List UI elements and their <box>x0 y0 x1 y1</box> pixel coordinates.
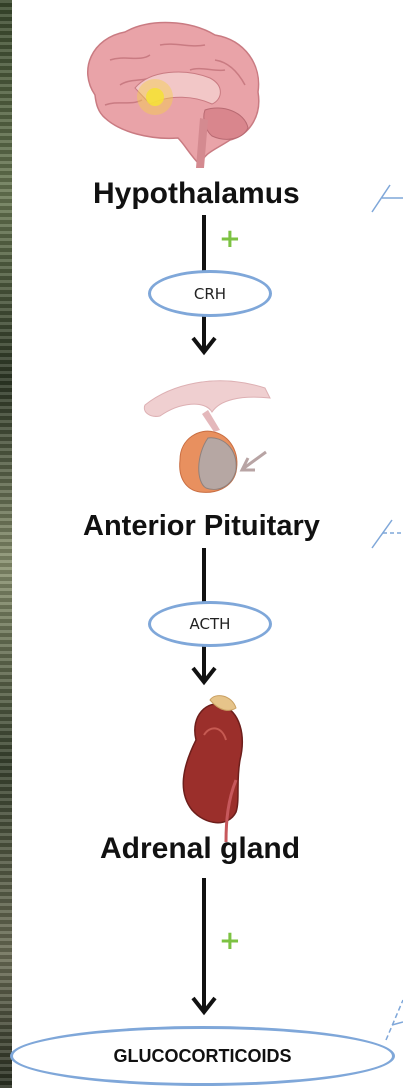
adrenal-gland-label: Adrenal gland <box>100 832 300 866</box>
plus-sign: + <box>219 226 241 252</box>
hypothalamus-label: Hypothalamus <box>93 177 300 211</box>
crh-hormone-node: CRH <box>148 270 272 317</box>
glucocorticoids-node: GLUCOCORTICOIDS <box>10 1026 395 1086</box>
adrenal-kidney-icon <box>183 696 242 842</box>
anterior-pituitary-label: Anterior Pituitary <box>83 510 320 543</box>
plus-sign: + <box>219 928 241 954</box>
pituitary-icon <box>144 381 270 493</box>
acth-hormone-node: ACTH <box>148 601 272 647</box>
feedback-lines <box>372 185 403 1040</box>
brain-icon <box>88 23 259 168</box>
